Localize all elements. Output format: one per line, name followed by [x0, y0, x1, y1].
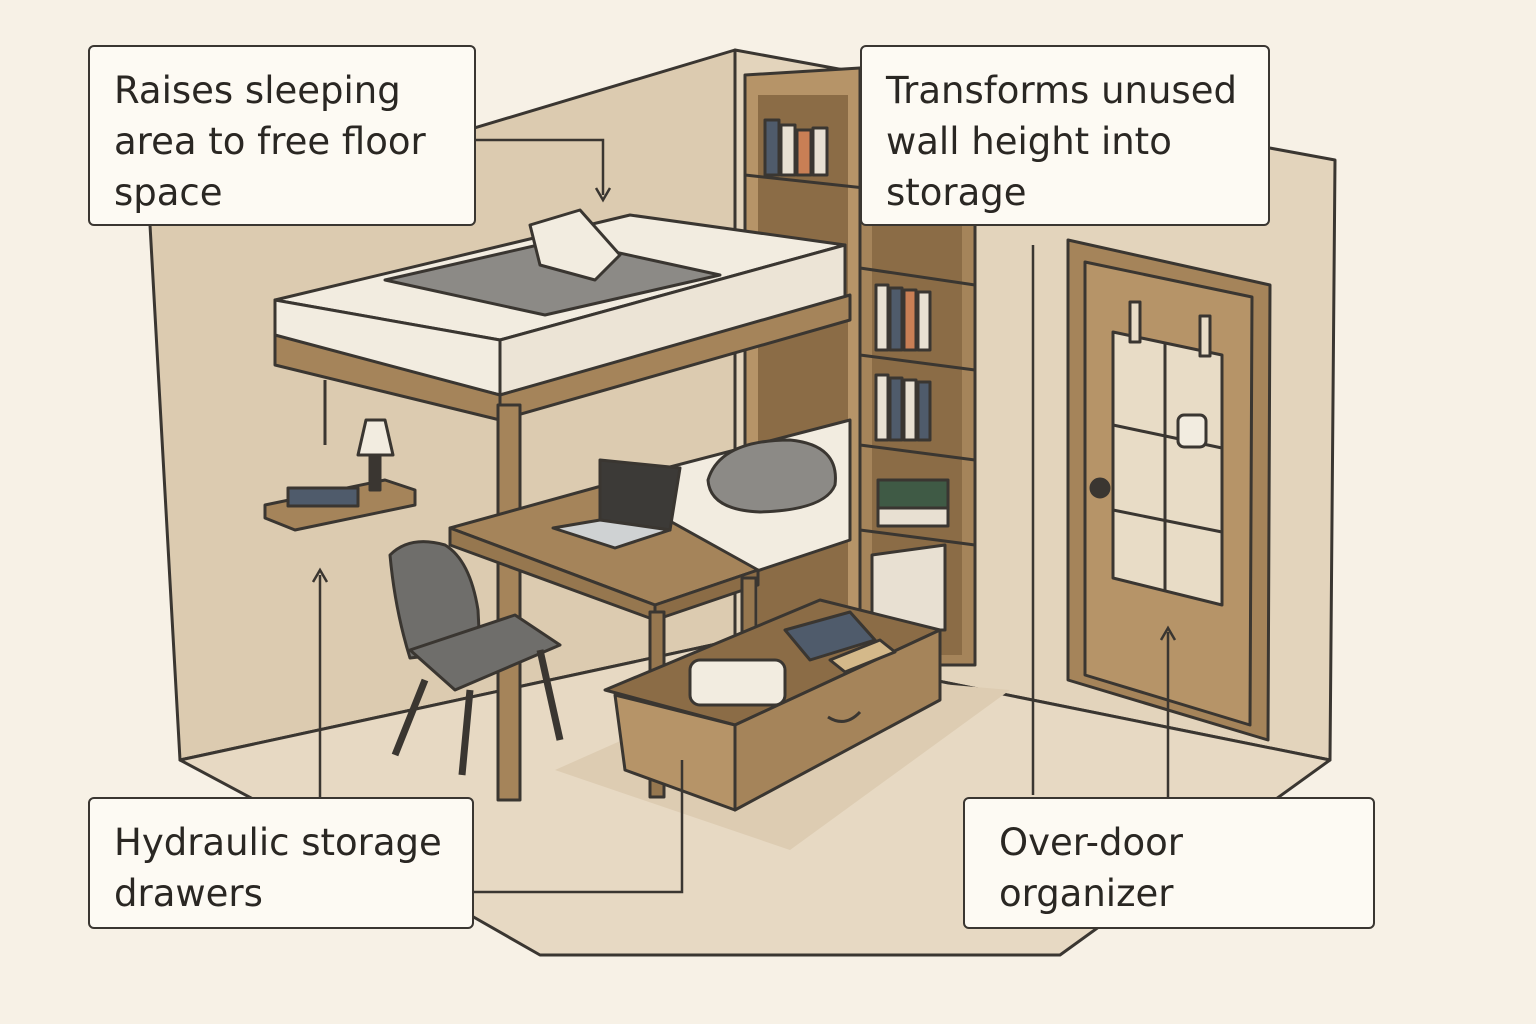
leader-arrowheads — [311, 187, 1177, 641]
callout-storage-drawers: Hydraulic storage drawers — [88, 797, 474, 929]
callout-wall-shelves-text: Transforms unused wall height into stora… — [886, 69, 1249, 214]
wall-shelf — [263, 418, 417, 532]
storage-drawer — [603, 598, 942, 812]
callout-loft-bed-text: Raises sleeping area to free floor space — [114, 69, 438, 214]
leader-lines — [318, 138, 1170, 894]
desk — [448, 458, 760, 799]
door — [1066, 238, 1272, 742]
callout-storage-drawers-text: Hydraulic storage drawers — [114, 821, 454, 915]
lower-bed — [618, 418, 852, 592]
callout-loft-bed: Raises sleeping area to free floor space — [88, 45, 476, 226]
callout-door-organizer: Over-door organizer — [963, 797, 1375, 929]
chair — [388, 540, 564, 776]
loft-bed — [273, 208, 852, 802]
callout-door-organizer-text: Over-door organizer — [999, 821, 1195, 915]
callout-wall-shelves: Transforms unused wall height into stora… — [860, 45, 1270, 226]
